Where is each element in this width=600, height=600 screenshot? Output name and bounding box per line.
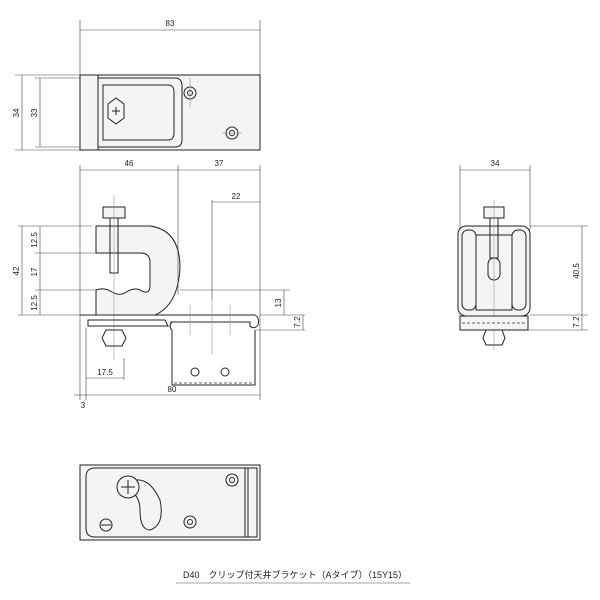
dim-front-left: 46 <box>125 159 134 168</box>
nut-icon <box>101 329 127 347</box>
front-view: 46 37 22 42 12.5 17 12.5 13 7.2 17.5 80 … <box>12 159 305 410</box>
dim-front-right: 37 <box>215 159 224 168</box>
dim-front-lower: 12.5 <box>30 295 39 311</box>
hex-bolt-icon <box>107 97 125 125</box>
dim-front-upper: 12.5 <box>30 232 39 248</box>
dim-top-height-inner: 33 <box>30 108 39 117</box>
dim-front-rail-height: 7.2 <box>293 316 302 328</box>
dim-top-width: 83 <box>166 19 175 28</box>
dim-front-base: 80 <box>168 385 177 394</box>
dim-front-bolt-offset: 17.5 <box>97 368 113 377</box>
dim-side-height: 40.5 <box>572 263 581 279</box>
dim-side-rail-height: 7.2 <box>572 316 581 328</box>
dim-front-total-height: 42 <box>12 266 21 275</box>
side-view: 34 40.5 7.2 <box>457 159 588 350</box>
dim-front-rail: 13 <box>274 298 283 307</box>
dim-top-height-outer: 34 <box>12 108 21 117</box>
dim-front-inner: 22 <box>232 192 241 201</box>
bottom-view <box>79 464 261 541</box>
drawing-caption: D40 クリップ付天井ブラケット（Aタイプ）（15Y15） <box>183 569 407 580</box>
top-view: 83 34 33 <box>12 19 261 151</box>
dim-front-middle: 17 <box>30 267 39 276</box>
dim-front-offset: 3 <box>81 401 86 410</box>
dim-side-width: 34 <box>491 159 500 168</box>
slot-icon <box>127 479 162 531</box>
